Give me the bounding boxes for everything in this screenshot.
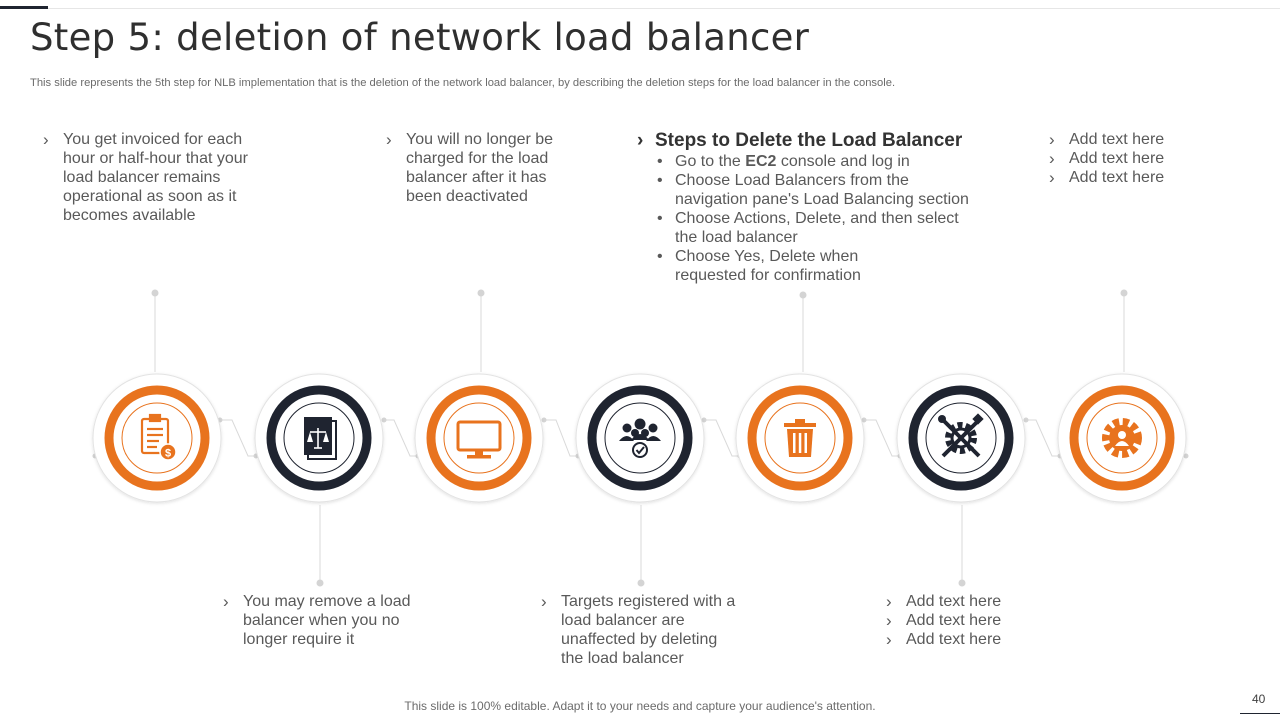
bottom-text-block-2: Targets registered with a load balancer … — [541, 592, 771, 668]
circle-step-6 — [896, 373, 1026, 503]
text-line: longer require it — [243, 631, 355, 648]
bullet-item: You may remove a load balancer when you … — [223, 592, 443, 649]
top-text-block-4: Add text here Add text here Add text her… — [1049, 130, 1209, 187]
text-line: unaffected by deleting — [561, 631, 718, 648]
text-line: the load balancer — [561, 650, 684, 667]
connector-lines — [151, 289, 1128, 587]
slide-footer: This slide is 100% editable. Adapt it to… — [404, 699, 876, 713]
circle-step-4 — [575, 373, 705, 503]
text-line: requested for confirmation — [675, 267, 861, 284]
text-line: Choose Yes, Delete when — [675, 248, 859, 265]
top-text-block-steps: Steps to Delete the Load Balancer Go to … — [637, 130, 977, 285]
team-check-icon — [619, 418, 661, 458]
legal-book-icon — [304, 417, 337, 460]
text-line: been deactivated — [406, 188, 528, 205]
text-part: Go to the — [675, 153, 746, 170]
bullet-item: Add text here — [1049, 168, 1209, 187]
bottom-text-block-1: You may remove a load balancer when you … — [223, 592, 443, 649]
text-part: console and log in — [776, 153, 910, 170]
text-line: navigation pane's Load Balancing section — [675, 191, 969, 208]
step-item-3: Choose Actions, Delete, and then select t… — [657, 209, 977, 247]
steps-list: Go to the EC2 console and log in Choose … — [637, 152, 977, 285]
ec2-emphasis: EC2 — [745, 153, 777, 170]
bullet-item: Add text here — [1049, 149, 1209, 168]
bullet-item: Add text here — [886, 630, 1046, 649]
trash-icon — [784, 419, 816, 457]
slide-title: Step 5: deletion of network load balance… — [30, 16, 810, 59]
slide-subtitle: This slide represents the 5th step for N… — [30, 77, 896, 89]
step-item-1: Go to the EC2 console and log in — [657, 152, 977, 171]
text-line: load balancer are — [561, 612, 685, 629]
bullet-item: Add text here — [886, 611, 1046, 630]
bullet-item: Add text here — [1049, 130, 1209, 149]
circle-step-2 — [254, 373, 384, 503]
zigzag-connectors — [220, 419, 1060, 457]
top-divider — [48, 8, 1280, 9]
text-line: You get invoiced for each — [63, 131, 243, 148]
top-text-block-2: You will no longer be charged for the lo… — [386, 130, 586, 206]
page-number-underline — [1240, 713, 1280, 714]
invoice-dollar-icon: $ — [140, 413, 177, 461]
circle-step-5 — [735, 373, 865, 503]
monitor-icon — [456, 420, 502, 459]
text-line: Choose Actions, Delete, and then select — [675, 210, 959, 227]
bullet-item: Targets registered with a load balancer … — [541, 592, 771, 668]
svg-text:$: $ — [165, 448, 171, 460]
bottom-text-block-3: Add text here Add text here Add text her… — [886, 592, 1046, 649]
page-number: 40 — [1252, 692, 1266, 706]
text-line: balancer when you no — [243, 612, 400, 629]
bullet-item: You get invoiced for each hour or half-h… — [43, 130, 263, 225]
bullet-item: Add text here — [886, 592, 1046, 611]
top-text-block-1: You get invoiced for each hour or half-h… — [43, 130, 263, 225]
text-line: operational as soon as it — [63, 188, 237, 205]
text-line: You will no longer be — [406, 131, 554, 148]
text-line: balancer after it has — [406, 169, 547, 186]
text-line: Choose Load Balancers from the — [675, 172, 909, 189]
text-line: load balancer remains — [63, 169, 221, 186]
text-line: Targets registered with a — [561, 593, 736, 610]
bullet-item: You will no longer be charged for the lo… — [386, 130, 586, 206]
text-line: becomes available — [63, 207, 196, 224]
step-item-2: Choose Load Balancers from the navigation… — [657, 171, 977, 209]
circle-step-3 — [414, 373, 544, 503]
circle-step-1: $ — [92, 373, 222, 503]
text-line: hour or half-hour that your — [63, 150, 248, 167]
text-line: charged for the load — [406, 150, 549, 167]
gear-user-icon — [1102, 418, 1142, 458]
text-line: You may remove a load — [243, 593, 411, 610]
steps-heading: Steps to Delete the Load Balancer — [637, 130, 977, 152]
text-line: the load balancer — [675, 229, 798, 246]
top-accent-bar — [0, 6, 48, 9]
circle-step-7 — [1057, 373, 1187, 503]
step-item-4: Choose Yes, Delete when requested for con… — [657, 247, 977, 285]
